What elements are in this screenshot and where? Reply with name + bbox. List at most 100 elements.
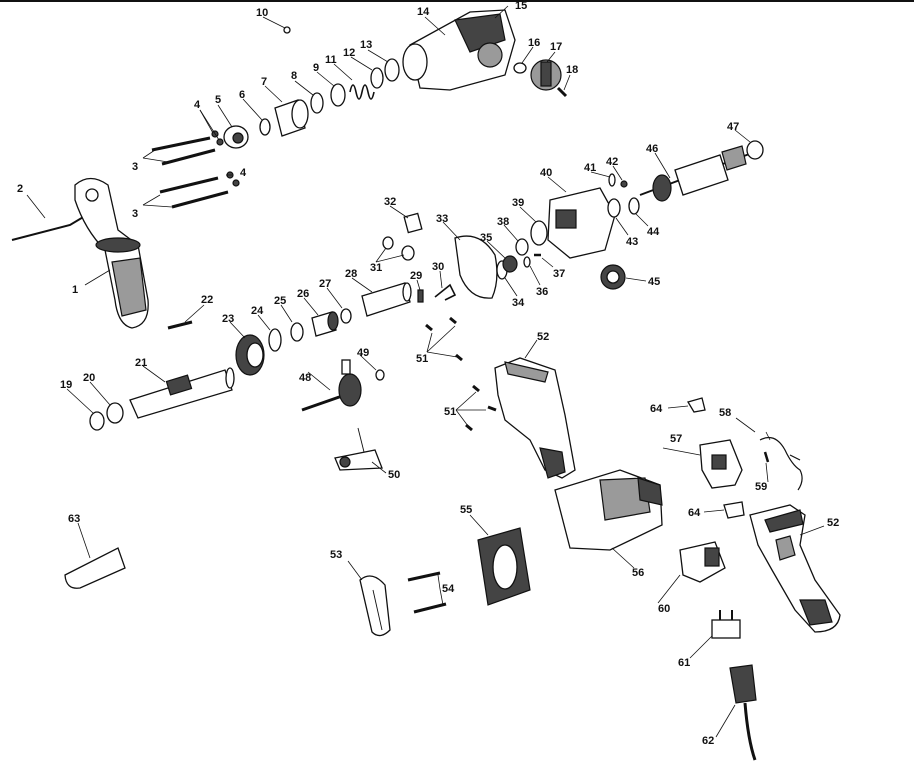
part-clutch-50 (334, 427, 383, 471)
part-ring-43 (607, 198, 621, 218)
callout-28: 28 (345, 268, 357, 280)
part-nuts-4 (211, 130, 240, 187)
part-ring-12 (370, 67, 384, 89)
part-piston-32 (403, 212, 423, 234)
callout-48: 48 (299, 372, 311, 384)
callout-45: 45 (648, 276, 660, 288)
part-rings-31 (382, 236, 415, 261)
callout-39: 39 (512, 197, 524, 209)
part-ring-8 (310, 92, 324, 114)
part-switch-60 (679, 541, 726, 583)
callout-11: 11 (325, 54, 337, 66)
part-ring-38 (515, 238, 529, 256)
part-power-cord-62 (729, 664, 757, 761)
callout-38: 38 (497, 216, 509, 228)
callout-50: 50 (388, 469, 400, 481)
callout-8: 8 (291, 70, 297, 82)
callout-5: 5 (215, 94, 221, 106)
callout-51a: 51 (416, 353, 428, 365)
callout-57: 57 (670, 433, 682, 445)
callout-49: 49 (357, 347, 369, 359)
callout-20: 20 (83, 372, 95, 384)
callout-32: 32 (384, 196, 396, 208)
callout-58: 58 (719, 407, 731, 419)
callout-12: 12 (343, 47, 355, 59)
part-motor-housing-56 (554, 469, 663, 551)
part-washer-19 (89, 411, 105, 431)
callout-23: 23 (222, 313, 234, 325)
part-ring-44 (628, 197, 640, 215)
part-ring-36 (523, 256, 531, 268)
part-clip-64a (687, 397, 706, 413)
part-cylinder-28 (361, 282, 412, 317)
callout-4a: 4 (194, 99, 201, 111)
part-screws-3 (151, 136, 229, 209)
callout-40: 40 (540, 167, 552, 179)
callout-44: 44 (647, 226, 660, 238)
part-oring-16 (513, 62, 527, 74)
callout-13: 13 (360, 39, 372, 51)
callout-54: 54 (442, 583, 455, 595)
callout-21: 21 (135, 357, 147, 369)
part-gasket-33 (454, 235, 498, 299)
part-housing-half-right-52 (749, 504, 841, 633)
part-armature-46 (639, 145, 761, 202)
callout-53: 53 (330, 549, 342, 561)
part-ring-27 (340, 308, 352, 324)
part-selector-knob-17 (530, 59, 562, 91)
part-terminal-block-61 (711, 610, 741, 639)
part-ring-13 (384, 58, 400, 82)
part-wire-58 (759, 437, 803, 491)
callout-3b: 3 (132, 208, 138, 220)
callout-22: 22 (201, 294, 213, 306)
callout-64b: 64 (688, 507, 701, 519)
part-gear-23 (235, 334, 265, 376)
part-part-41 (608, 173, 616, 187)
callout-3a: 3 (132, 161, 138, 173)
callout-30: 30 (432, 261, 444, 273)
callout-16: 16 (528, 37, 540, 49)
part-collar-5 (223, 125, 249, 149)
callout-26: 26 (297, 288, 309, 300)
callout-35: 35 (480, 232, 492, 244)
callout-34: 34 (512, 297, 525, 309)
top-border-line (0, 0, 914, 2)
callout-29: 29 (410, 270, 422, 282)
part-baffle-53 (359, 575, 391, 637)
callout-1: 1 (72, 284, 78, 296)
callout-62: 62 (702, 735, 714, 747)
part-bearing-47 (746, 140, 764, 160)
part-gear-housing-14 (402, 9, 516, 91)
callout-64a: 64 (650, 403, 663, 415)
part-clip-64b (723, 501, 745, 519)
callout-14: 14 (417, 6, 430, 18)
callout-9: 9 (313, 62, 319, 74)
part-ball-10 (283, 26, 291, 34)
callout-51b: 51 (444, 406, 456, 418)
callout-6: 6 (239, 89, 245, 101)
callout-27: 27 (319, 278, 331, 290)
callout-7: 7 (261, 76, 267, 88)
part-cord-protector-63 (64, 547, 126, 589)
callout-56: 56 (632, 567, 644, 579)
part-ring-49 (375, 369, 385, 381)
part-bearing-39 (530, 220, 548, 246)
callout-18: 18 (566, 64, 578, 76)
part-sleeve-7 (274, 99, 309, 137)
part-bearing-26 (311, 311, 339, 337)
callout-labels: 1 2 3 3 4 4 5 6 7 8 9 10 11 12 13 14 15 … (17, 0, 839, 747)
leader-lines (26, 5, 825, 738)
callout-43: 43 (626, 236, 638, 248)
callout-61: 61 (678, 657, 690, 669)
callout-63: 63 (68, 513, 80, 525)
callout-41: 41 (584, 162, 596, 174)
callout-19: 19 (60, 379, 72, 391)
callout-36: 36 (536, 286, 548, 298)
part-screws-51 (425, 316, 497, 432)
callout-52a: 52 (537, 331, 549, 343)
callout-47: 47 (727, 121, 739, 133)
part-side-handle (74, 177, 149, 329)
part-gear-shaft-48 (301, 359, 362, 412)
callout-37: 37 (553, 268, 565, 280)
